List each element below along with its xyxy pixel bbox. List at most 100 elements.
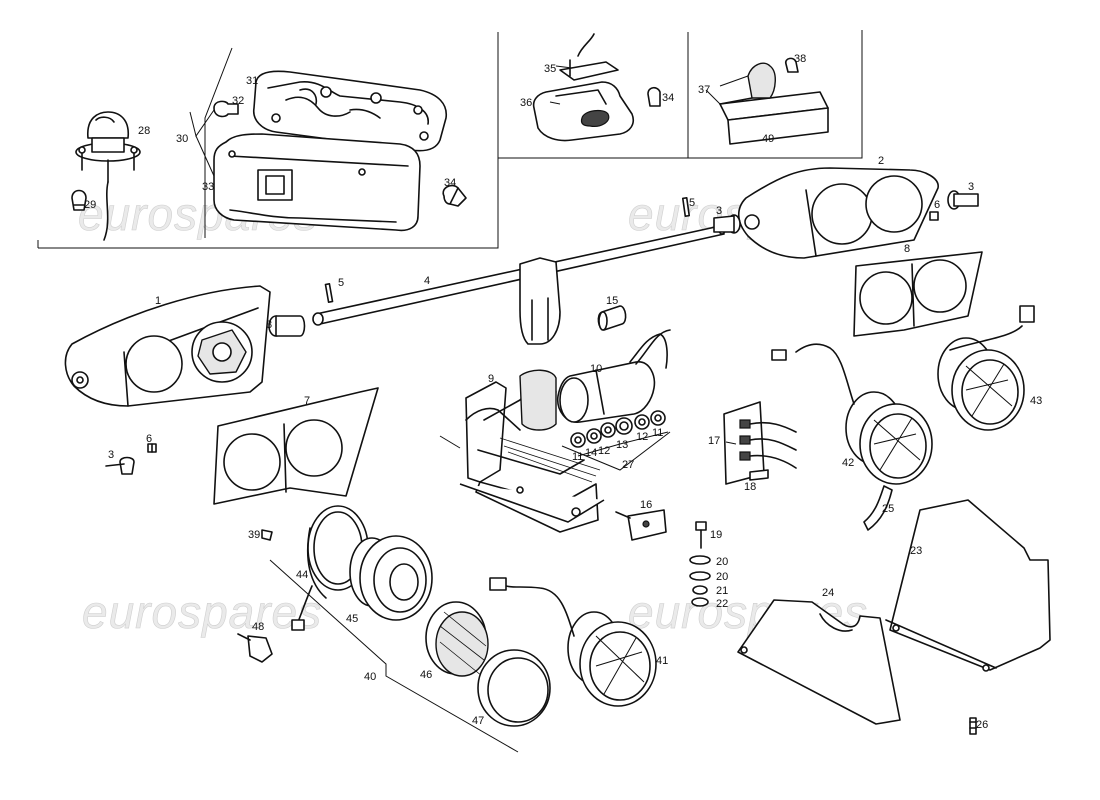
- label-49: 49: [762, 133, 774, 145]
- item-3-bushings: [105, 190, 979, 475]
- label-3: 3: [968, 181, 974, 193]
- label-26: 26: [976, 719, 988, 731]
- label-47: 47: [472, 715, 484, 727]
- item-29-bulb: [71, 189, 87, 211]
- item-28-lamp: [75, 111, 141, 241]
- item-35-36-marker-lamp: [532, 33, 635, 142]
- item-18-screw: [749, 469, 769, 481]
- label-27: 27: [622, 459, 634, 471]
- label-24: 24: [822, 587, 834, 599]
- item-26-screw: [969, 717, 977, 735]
- label-22: 22: [716, 598, 728, 610]
- item-23-panel: [885, 499, 1051, 672]
- item-5-pins: [324, 197, 691, 304]
- item-15-spacer: [597, 305, 627, 331]
- item-16-connector: [615, 509, 667, 541]
- label-3: 3: [716, 205, 722, 217]
- item-34-bulb: [442, 184, 467, 207]
- label-28: 28: [138, 125, 150, 137]
- part-labels: 1 2 3 3 3 3 4 5 5 6 6 7 8 9 10 11 11 12 …: [84, 53, 1042, 731]
- label-2: 2: [878, 155, 884, 167]
- item-39-screw: [261, 529, 273, 541]
- item-42-headlamp: [771, 343, 933, 485]
- label-33: 33: [202, 181, 214, 193]
- item-40-bracket-line: [269, 559, 519, 753]
- label-34: 34: [662, 92, 674, 104]
- item-25-clip: [863, 485, 893, 531]
- label-7: 7: [304, 395, 310, 407]
- item-17-relay: [723, 401, 797, 485]
- label-39: 39: [248, 529, 260, 541]
- item-41-headlamp: [489, 577, 657, 707]
- label-13: 13: [616, 439, 628, 451]
- label-16: 16: [640, 499, 652, 511]
- item-38-bulb: [784, 57, 799, 73]
- label-40: 40: [364, 671, 376, 683]
- label-11: 11: [652, 427, 663, 439]
- label-41: 41: [656, 655, 668, 667]
- item-43-headlamp: [937, 305, 1035, 431]
- watermark-text: eurospares: [82, 586, 322, 638]
- label-37: 37: [698, 84, 710, 96]
- label-12: 12: [598, 445, 610, 457]
- label-29: 29: [84, 199, 96, 211]
- label-17: 17: [708, 435, 720, 447]
- label-10: 10: [590, 363, 602, 375]
- label-18: 18: [744, 481, 756, 493]
- label-6: 6: [146, 433, 152, 445]
- label-23: 23: [910, 545, 922, 557]
- label-8: 8: [904, 243, 910, 255]
- item-34-bulb-b: [647, 86, 661, 107]
- label-20: 20: [716, 571, 728, 583]
- leader-lines: [189, 65, 749, 471]
- item-19-22-fasteners: [689, 521, 711, 607]
- item-6-screws: [147, 211, 939, 453]
- label-11: 11: [572, 451, 583, 463]
- item-9-motor-bracket: [459, 381, 605, 533]
- item-7-left-bezel: [213, 387, 379, 505]
- item-32-bulb: [213, 100, 239, 118]
- label-3: 3: [266, 319, 272, 331]
- label-19: 19: [710, 529, 722, 541]
- label-5: 5: [338, 277, 344, 289]
- label-35: 35: [544, 63, 556, 75]
- label-20: 20: [716, 556, 728, 568]
- inset-frames: [37, 30, 863, 249]
- item-4-shaft: [312, 225, 726, 345]
- label-4: 4: [424, 275, 430, 287]
- item-27-washer-set: [570, 410, 669, 457]
- label-42: 42: [842, 457, 854, 469]
- label-48: 48: [252, 621, 264, 633]
- item-33-lens: [213, 133, 421, 232]
- label-25: 25: [882, 503, 894, 515]
- item-45-lamp-body: [349, 535, 433, 621]
- label-32: 32: [232, 95, 244, 107]
- item-37-49-plate-lamp: [719, 62, 829, 145]
- item-8-right-bezel: [853, 251, 983, 337]
- label-44: 44: [296, 569, 308, 581]
- item-10-motor: [465, 329, 671, 483]
- label-3: 3: [108, 449, 114, 461]
- label-1: 1: [155, 295, 161, 307]
- label-14: 14: [585, 447, 597, 459]
- item-31-lamp-base: [252, 70, 447, 152]
- label-46: 46: [420, 669, 432, 681]
- item-1-left-housing: [64, 285, 271, 407]
- item-46-lens: [425, 601, 489, 677]
- item-24-panel: [737, 599, 901, 725]
- label-45: 45: [346, 613, 358, 625]
- label-36: 36: [520, 97, 532, 109]
- label-5: 5: [689, 197, 695, 209]
- label-43: 43: [1030, 395, 1042, 407]
- label-30: 30: [176, 133, 188, 145]
- label-12: 12: [636, 431, 648, 443]
- item-2-right-housing: [737, 167, 939, 259]
- item-44-ring: [291, 505, 369, 631]
- label-34: 34: [444, 177, 456, 189]
- label-9: 9: [488, 373, 494, 385]
- label-21: 21: [716, 585, 728, 597]
- item-48-bulb: [237, 633, 273, 663]
- label-38: 38: [794, 53, 806, 65]
- item-47-rim: [477, 649, 551, 727]
